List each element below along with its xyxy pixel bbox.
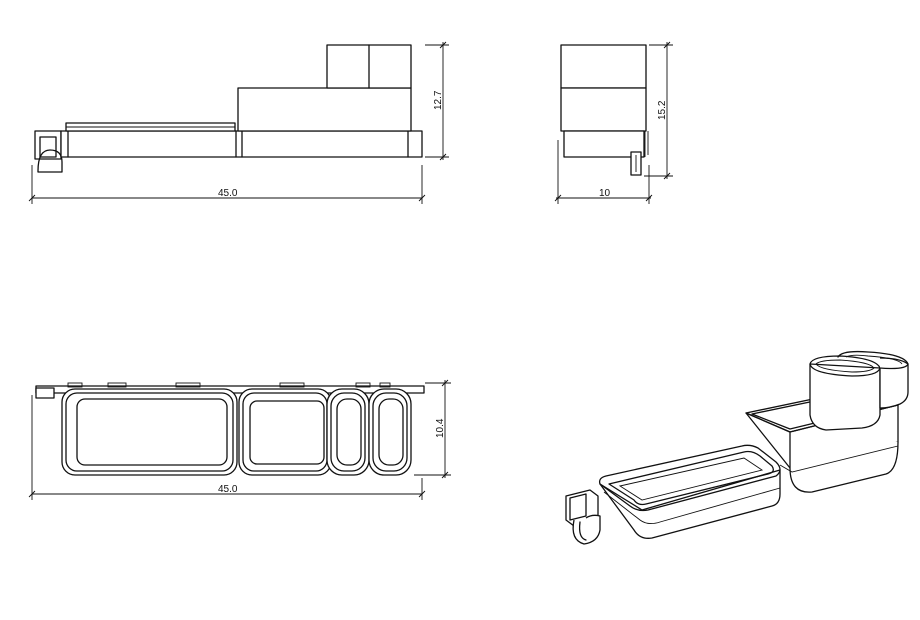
side-width-dimension: 10 — [599, 188, 611, 199]
front-height-dimension: 12.7 — [433, 90, 444, 110]
front-elevation-view: 45.0 12.7 — [28, 41, 449, 204]
top-plan-view: 45.0 10.4 — [28, 379, 451, 500]
side-elevation-view: 10 15.2 — [554, 41, 673, 204]
top-depth-dimension: 10.4 — [435, 418, 446, 438]
isometric-view — [565, 350, 909, 545]
front-length-dimension: 45.0 — [218, 188, 238, 199]
top-length-dimension: 45.0 — [218, 484, 238, 495]
side-height-dimension: 15.2 — [657, 100, 668, 120]
